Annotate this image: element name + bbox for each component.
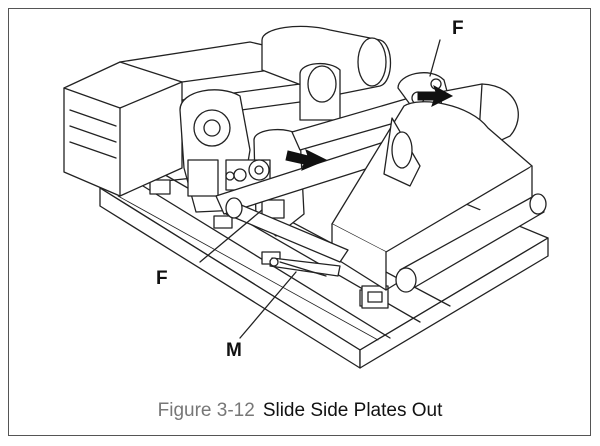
slide-out-arrows: [285, 84, 454, 171]
arrow-near: [285, 149, 328, 171]
callout-m: M: [226, 340, 242, 361]
figure-caption: Figure 3-12 Slide Side Plates Out: [0, 400, 600, 422]
lower-cross-bar: [225, 197, 349, 263]
rear-motor: [261, 25, 392, 121]
front-roller: [395, 193, 547, 293]
callout-f-left: F: [156, 268, 168, 289]
figure-number: Figure 3-12: [157, 400, 255, 421]
lever-m: [269, 257, 341, 277]
machine-on-pallet-illustration: [63, 25, 549, 369]
callout-f-top: F: [452, 18, 464, 39]
figure-title: Slide Side Plates Out: [262, 400, 443, 421]
arrow-far: [417, 84, 454, 107]
